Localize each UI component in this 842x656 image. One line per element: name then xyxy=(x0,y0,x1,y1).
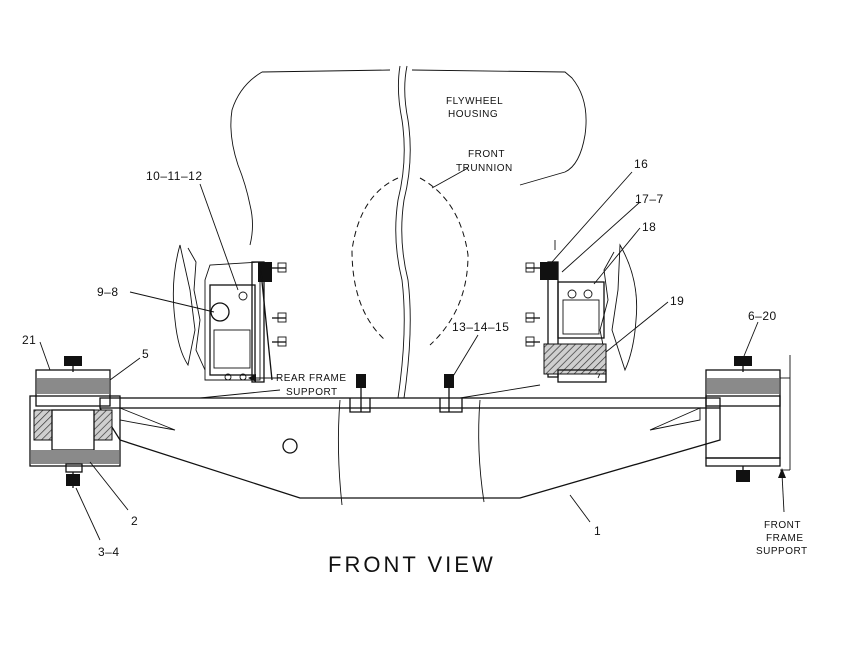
left-rear-bracket xyxy=(172,244,287,383)
right-mount-block xyxy=(705,355,791,482)
rear-frame-support-label-line1: REAR FRAME xyxy=(276,373,347,384)
callout-10-11-12: 10–11–12 xyxy=(146,169,203,183)
callout-13-14-15: 13–14–15 xyxy=(452,320,509,334)
view-title: FRONT VIEW xyxy=(328,552,496,577)
callout-18: 18 xyxy=(642,220,656,234)
callout-16: 16 xyxy=(634,157,648,171)
callout-6-20: 6–20 xyxy=(748,309,777,323)
callout-3-4: 3–4 xyxy=(98,545,120,559)
callout-2: 2 xyxy=(131,514,138,528)
callout-9-8: 9–8 xyxy=(97,285,119,299)
leader-lines xyxy=(39,171,786,541)
front-frame-support-label-line2: FRAME xyxy=(766,533,804,544)
front-trunnion-label-line2: TRUNNION xyxy=(456,163,513,174)
callouts: 10–11–12 9–8 21 5 16 17–7 18 19 13–14–15… xyxy=(22,157,777,559)
right-rear-bracket xyxy=(525,243,638,383)
rear-frame-support-label-line2: SUPPORT xyxy=(286,387,338,398)
left-mount-block xyxy=(29,356,121,488)
callout-5: 5 xyxy=(142,347,149,361)
callout-1: 1 xyxy=(594,524,601,538)
front-trunnion xyxy=(351,167,469,346)
notes: FLYWHEEL HOUSING FRONT TRUNNION REAR FRA… xyxy=(276,96,808,557)
callout-19: 19 xyxy=(670,294,684,308)
front-support-beam xyxy=(99,374,721,506)
callout-21: 21 xyxy=(22,333,36,347)
callout-17-7: 17–7 xyxy=(635,192,664,206)
flywheel-housing xyxy=(230,65,587,399)
front-frame-support-label-line3: SUPPORT xyxy=(756,546,808,557)
front-trunnion-label-line1: FRONT xyxy=(468,149,505,160)
front-frame-support-label-line1: FRONT xyxy=(764,520,801,531)
flywheel-housing-label-line2: HOUSING xyxy=(448,109,498,120)
flywheel-housing-label-line1: FLYWHEEL xyxy=(446,96,503,107)
